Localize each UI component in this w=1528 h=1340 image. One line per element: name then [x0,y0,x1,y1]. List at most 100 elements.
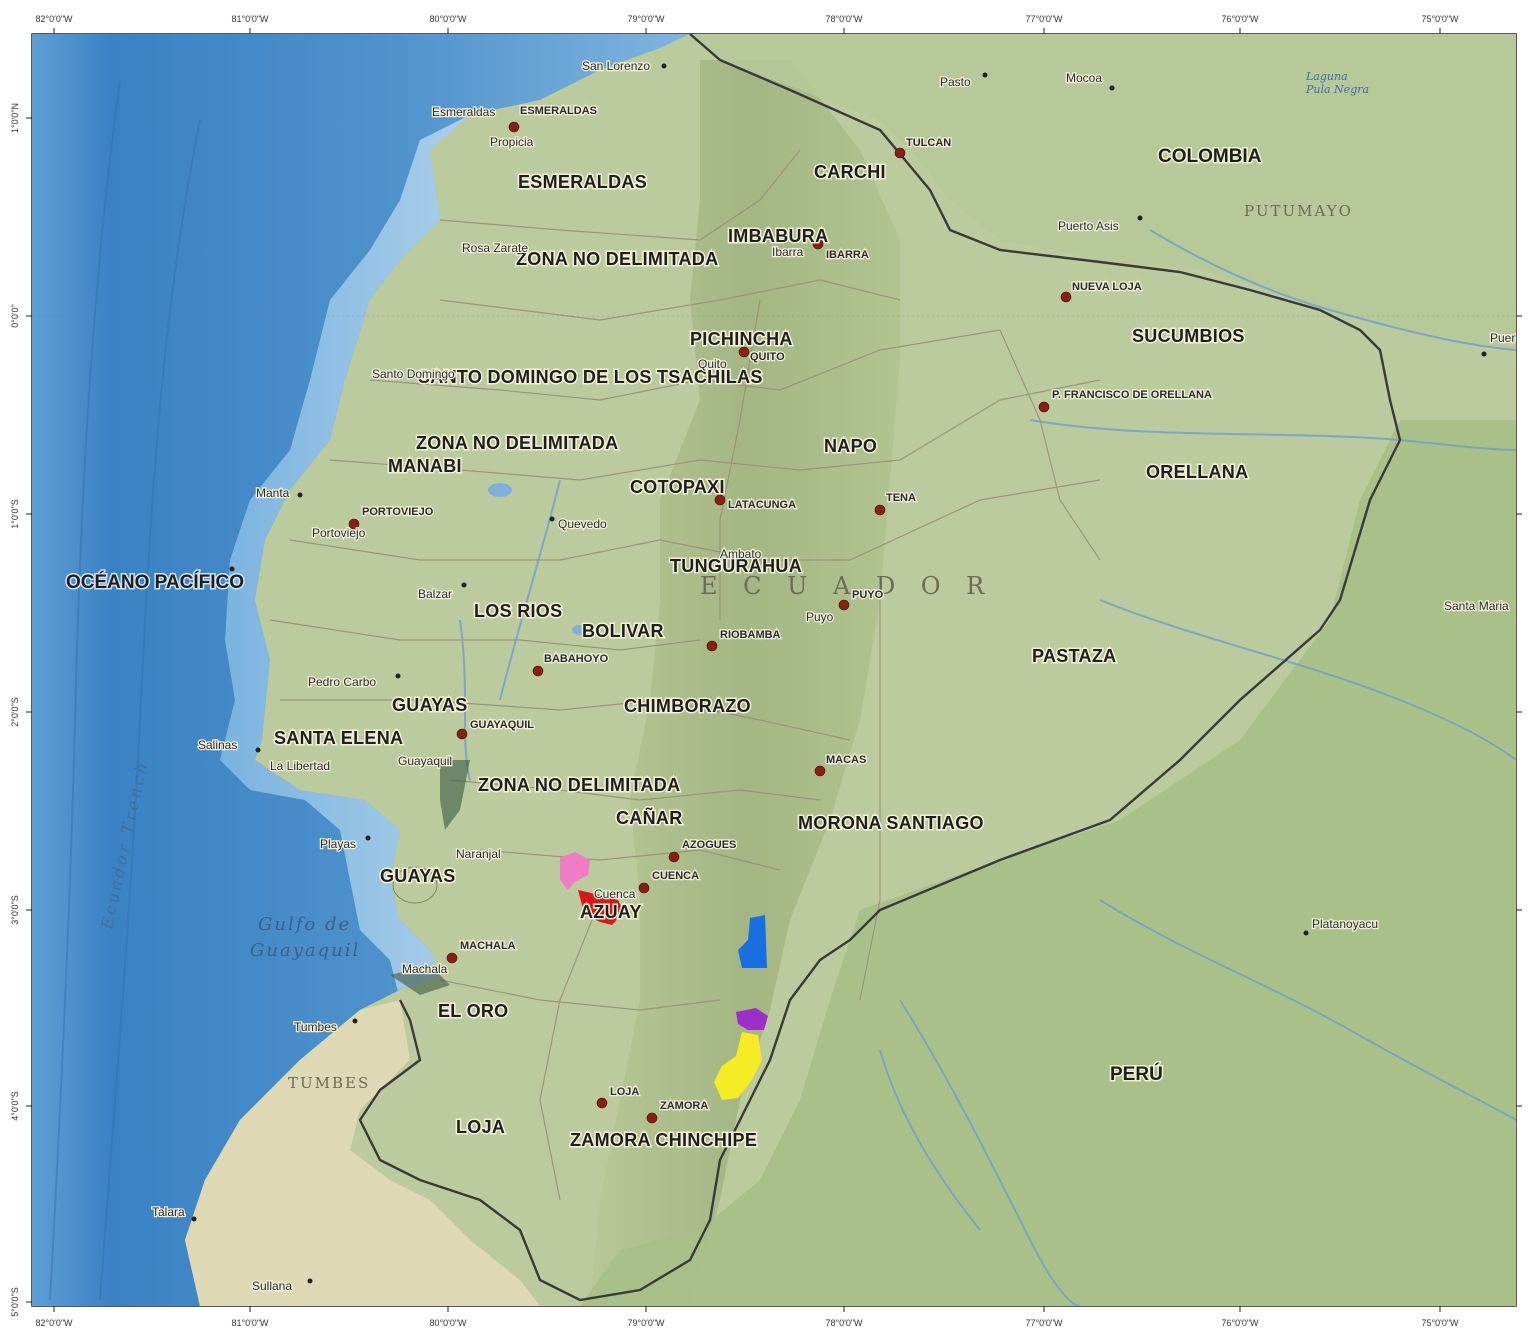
lon-tick-label: 81°0'0"W [231,1318,269,1328]
lon-tick-label: 80°0'0"W [429,1318,467,1328]
lake-label-line1: Laguna [1305,70,1348,83]
province-label: NAPO [824,436,877,456]
province-label: GUAYAS [392,695,468,715]
town-label: Balzar [418,587,452,601]
bottom-longitude-labels: 82°0'0"W 81°0'0"W 80°0'0"W 79°0'0"W 78°0… [35,1318,1459,1328]
peru-lowland [580,420,1516,1306]
lon-tick-label: 77°0'0"W [1025,14,1063,24]
lake-label-line2: Pula Negra [1305,83,1369,96]
province-label: CARCHI [814,162,886,182]
lat-tick-label: 0°0'0" [10,304,20,328]
capital-label: MACAS [826,754,866,766]
capital-label: GUAYAQUIL [470,719,534,731]
town-label: Rosa Zarate [462,241,528,255]
reservoir-lake [488,483,512,497]
lat-tick-label: 4°0'0"S [10,1091,20,1121]
town-label: Quevedo [558,517,607,531]
frame-ticks [26,28,1522,1312]
town-label: Tumbes [294,1020,337,1034]
lat-tick-label: 5°0'0"S [10,1287,20,1317]
province-label: BOLIVAR [582,621,664,641]
lon-tick-label: 76°0'0"W [1221,1318,1259,1328]
town-label: La Libertad [270,759,330,773]
province-label: ORELLANA [1146,462,1248,482]
province-label: CAÑAR [616,807,683,828]
town-label: Puyo [806,610,834,624]
capital-label: MACHALA [460,940,516,952]
ecuador-border [358,34,1402,1302]
lon-tick-label: 79°0'0"W [627,1318,665,1328]
capital-label: QUITO [750,351,785,363]
town-label: Pedro Carbo [308,675,376,689]
lon-tick-label: 82°0'0"W [35,1318,73,1328]
town-label: Cuenca [594,887,636,901]
town-dots [191,63,1487,1284]
province-label: PICHINCHA [690,329,793,349]
town-label: Salinas [198,738,237,752]
study-area-pink [560,852,590,890]
province-label: MORONA SANTIAGO [798,813,984,833]
pacific-ocean [32,34,690,1306]
jambeli-estuary [390,965,450,995]
region-label-tumbes: TUMBES [288,1074,370,1092]
capital-label: ESMERALDAS [520,105,597,117]
town-label: Ibarra [772,245,804,259]
country-label-peru: PERÚ [1110,1063,1163,1085]
town-label: Santa Maria [1444,599,1509,613]
top-longitude-labels: 82°0'0"W 81°0'0"W 80°0'0"W 79°0'0"W 78°0… [35,14,1459,24]
capital-label: P. FRANCISCO DE ORELLANA [1052,389,1212,401]
province-label: IMBABURA [728,226,828,246]
lon-tick-label: 82°0'0"W [35,14,73,24]
capital-label: BABAHOYO [544,653,609,665]
country-label-colombia: COLOMBIA [1158,146,1262,167]
town-label: Sullana [252,1279,292,1293]
peru-coast [185,1000,540,1306]
town-label: San Lorenzo [582,59,650,73]
province-label: EL ORO [438,1001,508,1021]
capital-label: AZOGUES [682,839,736,851]
guayas-estuary [440,760,470,830]
province-label: MANABI [388,456,462,476]
lon-tick-label: 80°0'0"W [429,14,467,24]
town-label: Manta [256,486,290,500]
country-name-label: E C U A D O R [700,572,993,600]
small-lake [572,625,588,635]
lon-tick-label: 78°0'0"W [825,14,863,24]
capital-label: TENA [886,492,916,504]
left-latitude-labels: 1°0'0"N 0°0'0" 1°0'0"S 2°0'0"S 3°0'0"S 4… [10,103,20,1317]
town-label: Santo Domingo [372,367,455,381]
town-label: Ambato [720,547,762,561]
town-label: Propicia [490,135,534,149]
province-label: SANTO DOMINGO DE LOS TSACHILAS [418,367,763,387]
capital-label: TULCAN [906,137,951,149]
province-label: SANTA ELENA [274,728,403,748]
province-label: ZONA NO DELIMITADA [416,433,618,453]
town-label: Pasto [940,75,971,89]
lon-tick-label: 81°0'0"W [231,14,269,24]
province-label: TUNGURAHUA [670,556,802,576]
capital-label: PORTOVIEJO [362,506,434,518]
colombia-region [690,34,1516,350]
province-label: AZUAY [580,902,642,922]
town-label: Mocoa [1066,71,1102,85]
capital-label: PUYO [852,589,884,601]
province-label: PASTAZA [1032,646,1116,666]
capital-dots [348,121,1072,1124]
town-label: Talara [152,1205,185,1219]
town-label: Naranjal [456,847,501,861]
lat-tick-label: 1°0'0"S [10,499,20,529]
capital-label: LATACUNGA [728,499,796,511]
province-label: COTOPAXI [630,477,725,497]
ocean-label: OCÉANO PACÍFICO [66,571,244,593]
capital-label: NUEVA LOJA [1072,281,1142,293]
province-label: LOS RIOS [474,601,562,621]
lon-tick-label: 79°0'0"W [627,14,665,24]
capital-label: RIOBAMBA [720,629,781,641]
province-label: ZONA NO DELIMITADA [516,249,718,269]
town-label: Platanoyacu [1312,917,1378,931]
lon-tick-label: 77°0'0"W [1025,1318,1063,1328]
study-area-purple [736,1008,768,1030]
puna-island [392,866,438,904]
study-area-yellow [714,1032,762,1100]
